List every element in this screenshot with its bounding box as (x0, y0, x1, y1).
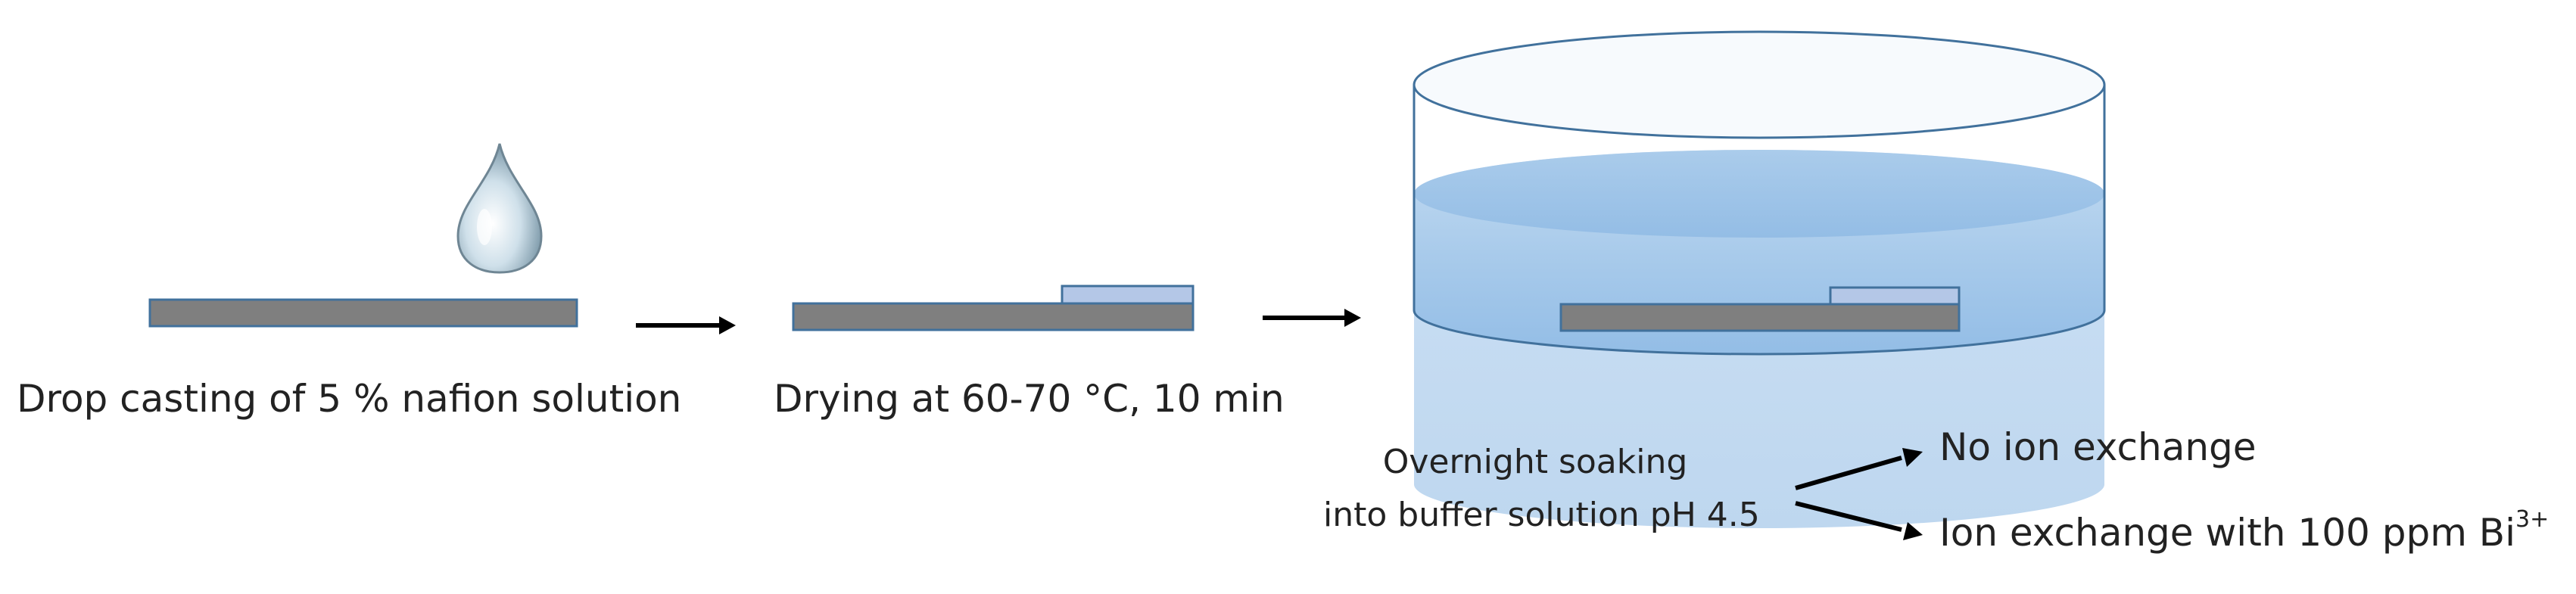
step2-label: Drying at 60-70 °C, 10 min (774, 377, 1285, 421)
step3-label: Overnight soaking into buffer solution p… (1323, 436, 1760, 542)
step3-electrode (1559, 303, 1961, 332)
branch-arrow-ion-exchange (1795, 501, 1923, 540)
arrow-step1-to-step2 (636, 316, 736, 334)
bismuth-charge-superscript: 3+ (2515, 506, 2550, 533)
arrow-step2-to-step3 (1263, 309, 1361, 327)
outcome-ion-exchange: Ion exchange with 100 ppm Bi3+ (1939, 506, 2549, 555)
step2-illustration (792, 285, 1195, 331)
step1-illustration (148, 143, 578, 328)
step3-label-line1: Overnight soaking (1382, 443, 1688, 481)
beaker-rim (1413, 30, 2106, 139)
step3-film (1829, 286, 1961, 306)
outcome-no-ion-exchange: No ion exchange (1939, 425, 2257, 469)
step3-label-line2: into buffer solution pH 4.5 (1323, 496, 1760, 534)
step2-film (1061, 285, 1195, 306)
beaker-water-surface (1414, 150, 2104, 238)
step1-label: Drop casting of 5 % nafion solution (17, 377, 682, 421)
beaker-water-lower (1414, 310, 2104, 528)
step1-electrode (148, 298, 578, 328)
buffer-beaker (1413, 30, 2106, 528)
branch-arrow-no-exchange (1795, 448, 1923, 490)
outcome-ion-exchange-text: Ion exchange with 100 ppm Bi (1939, 511, 2515, 555)
nafion-drop-icon (456, 143, 543, 274)
step2-electrode (792, 302, 1195, 331)
